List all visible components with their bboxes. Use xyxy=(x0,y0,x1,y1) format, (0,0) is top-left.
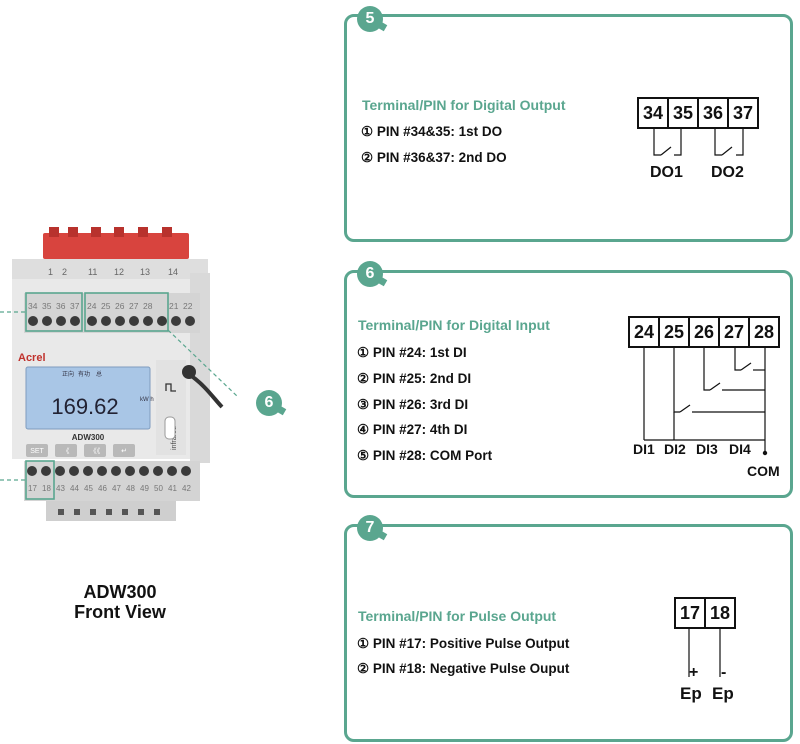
top-label: 11 xyxy=(88,267,97,277)
svg-text:35: 35 xyxy=(42,301,52,311)
svg-text:46: 46 xyxy=(98,484,107,493)
svg-text:18: 18 xyxy=(42,484,51,493)
pin-item: ④ PIN #27: 4th DI xyxy=(357,422,468,437)
di4-label: DI4 xyxy=(729,441,751,457)
svg-text:50: 50 xyxy=(154,484,163,493)
caption-model: ADW300 xyxy=(83,582,157,602)
pin-item: ① PIN #17: Positive Pulse Output xyxy=(357,636,570,651)
do1-label: DO1 xyxy=(650,164,683,181)
svg-text:27: 27 xyxy=(129,301,139,311)
top-label: 13 xyxy=(140,267,150,277)
svg-text:17: 17 xyxy=(28,484,37,493)
panel-pulse-output xyxy=(344,524,793,742)
panel-title: Terminal/PIN for Pulse Output xyxy=(358,608,557,624)
svg-text:47: 47 xyxy=(112,484,121,493)
svg-text:总: 总 xyxy=(96,370,102,378)
panel-badge-6: 6 xyxy=(357,261,383,287)
pin-item: ② PIN #25: 2nd DI xyxy=(357,371,472,386)
terminal-cell: 17 xyxy=(676,599,706,627)
caption-view: Front View xyxy=(74,602,166,622)
plus-sign: + xyxy=(689,664,699,681)
svg-text:↵: ↵ xyxy=(121,448,127,455)
top-label: 12 xyxy=(114,267,124,277)
svg-text:25: 25 xyxy=(101,301,111,311)
di-switch-wiring xyxy=(643,348,768,456)
svg-text:26: 26 xyxy=(115,301,125,311)
svg-text:infrared: infrared xyxy=(171,426,178,450)
do-switch-wiring xyxy=(653,129,744,156)
lcd-reading: 169.62 xyxy=(51,394,118,419)
minus-sign: - xyxy=(721,664,727,681)
pin-item: ① PIN #34&35: 1st DO xyxy=(361,124,503,139)
top-label: 2 xyxy=(62,267,67,277)
svg-text:有功: 有功 xyxy=(78,370,90,378)
terminal-cell: 37 xyxy=(732,103,754,123)
pin-item: ② PIN #36&37: 2nd DO xyxy=(361,150,507,165)
adw300-device: 1 2 11 12 13 14 34 35 36 37 24 25 26 27 … xyxy=(0,225,240,525)
svg-text:SET: SET xyxy=(30,448,44,455)
terminal-cell: 27 xyxy=(720,318,750,346)
svg-text:24: 24 xyxy=(87,301,97,311)
svg-text:42: 42 xyxy=(182,484,191,493)
svg-text:36: 36 xyxy=(56,301,66,311)
ep-negative-label: Ep xyxy=(712,684,734,703)
svg-text:41: 41 xyxy=(168,484,177,493)
svg-text:《: 《 xyxy=(63,447,70,455)
terminal-block-di: 24 25 26 27 28 xyxy=(628,316,780,348)
pin-item: ① PIN #24: 1st DI xyxy=(357,345,467,360)
svg-text:34: 34 xyxy=(28,301,38,311)
di2-label: DI2 xyxy=(664,441,686,457)
top-label: 1 xyxy=(48,267,53,277)
di1-label: DI1 xyxy=(633,441,655,457)
terminal-cell: 35 xyxy=(669,99,699,127)
terminal-cell: 24 xyxy=(630,318,660,346)
callout-badge-6: 6 xyxy=(256,390,282,416)
terminal-cell: 34 xyxy=(639,99,669,127)
svg-text:37: 37 xyxy=(70,301,80,311)
terminal-block-pulse: 17 18 xyxy=(674,597,736,629)
pin-item: ⑤ PIN #28: COM Port xyxy=(357,448,493,463)
pin-item: ③ PIN #26: 3rd DI xyxy=(357,397,469,412)
svg-text:21: 21 xyxy=(169,301,179,311)
panel-badge-7: 7 xyxy=(357,515,383,541)
svg-text:43: 43 xyxy=(56,484,65,493)
terminal-cell: 25 xyxy=(660,318,690,346)
panel-badge-5: 5 xyxy=(357,6,383,32)
svg-text:28: 28 xyxy=(143,301,153,311)
svg-text:正向: 正向 xyxy=(62,370,74,378)
ep-positive-label: Ep xyxy=(680,684,702,703)
panel-title: Terminal/PIN for Digital Output xyxy=(362,97,566,113)
di3-label: DI3 xyxy=(696,441,718,457)
device-illustration: 1 2 11 12 13 14 34 35 36 37 24 25 26 27 … xyxy=(0,227,239,521)
terminal-cell: 28 xyxy=(753,322,775,342)
panel-title: Terminal/PIN for Digital Input xyxy=(358,317,550,333)
svg-text:44: 44 xyxy=(70,484,79,493)
terminal-cell: 36 xyxy=(699,99,729,127)
do2-label: DO2 xyxy=(711,164,744,181)
terminal-cell: 18 xyxy=(709,603,731,623)
svg-text:《《: 《《 xyxy=(90,447,101,455)
com-label: COM xyxy=(747,463,780,479)
svg-text:48: 48 xyxy=(126,484,135,493)
svg-text:45: 45 xyxy=(84,484,93,493)
model-label: ADW300 xyxy=(72,433,105,442)
svg-text:kW h: kW h xyxy=(140,397,154,403)
device-caption: ADW300 Front View xyxy=(40,582,200,622)
svg-text:49: 49 xyxy=(140,484,149,493)
pulse-wiring xyxy=(688,629,721,677)
terminal-cell: 26 xyxy=(690,318,720,346)
top-label: 14 xyxy=(168,267,178,277)
svg-text:22: 22 xyxy=(183,301,193,311)
pin-item: ② PIN #18: Negative Pulse Ouput xyxy=(357,661,570,676)
brand-logo: Acrel xyxy=(18,352,46,364)
terminal-block-do: 34 35 36 37 xyxy=(637,97,759,129)
